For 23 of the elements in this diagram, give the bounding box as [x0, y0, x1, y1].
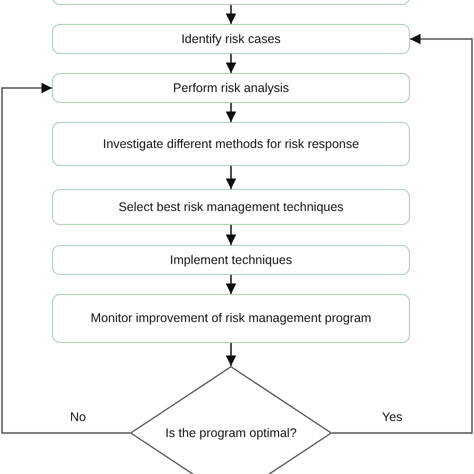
process-box [52, 294, 410, 343]
arrow [226, 343, 236, 366]
step-text: Monitor improvement of risk management program [90, 310, 372, 328]
arrow [226, 225, 236, 245]
feedback-arrow [1, 82, 130, 434]
arrow [226, 103, 236, 122]
feedback-arrow [332, 34, 473, 434]
step-text: Implement techniques [168, 252, 294, 269]
arrow [226, 166, 236, 189]
process-box [52, 24, 410, 54]
process-box [52, 122, 410, 166]
decision-text: Is the program optimal? [164, 424, 298, 442]
arrow [226, 275, 236, 294]
step-text: Investigate different methods for risk response [102, 136, 360, 153]
step-text: Identify risk cases [180, 30, 282, 48]
arrow [226, 5, 236, 24]
step-text: Perform risk analysis [172, 80, 290, 97]
process-box [52, 245, 410, 275]
step-text: Select best risk management techniques [117, 198, 345, 216]
process-box [52, 73, 410, 103]
decision-diamond [130, 366, 332, 474]
process-box [52, 189, 410, 225]
arrow [226, 54, 236, 73]
